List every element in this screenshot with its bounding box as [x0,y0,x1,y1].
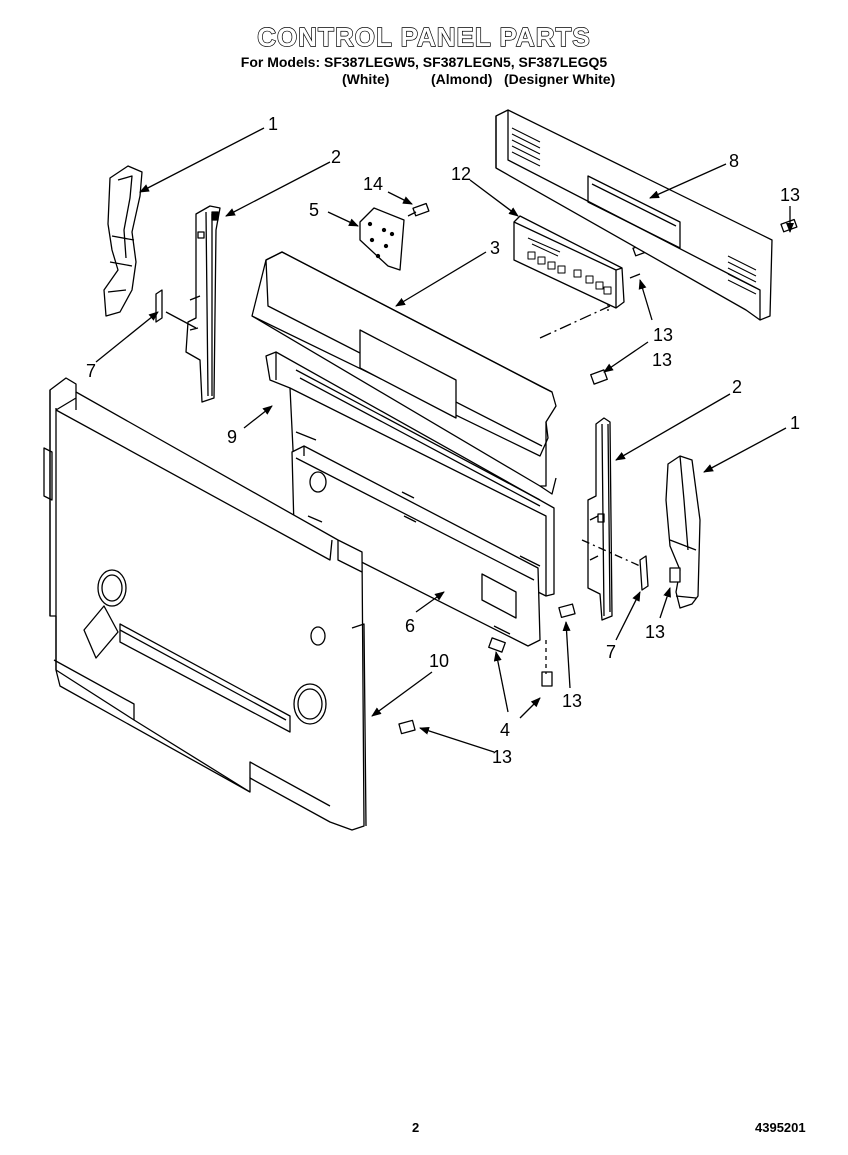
callout-10: 10 [429,651,449,671]
leader-1-left [139,127,265,193]
leader-13-bottom [419,726,495,753]
part-clip-right [639,555,649,591]
callout-1-right: 1 [790,413,800,433]
leader-7-right [615,591,641,641]
callout-2-left: 2 [331,147,341,167]
variant-almond: (Almond) [431,71,493,87]
callout-7-left: 7 [86,361,96,381]
callout-13-top: 13 [780,185,800,205]
callout-6: 6 [405,616,415,636]
variant-white: (White) [342,71,390,87]
leader-7-left [95,311,159,363]
leader-12 [469,179,519,217]
callout-14: 14 [363,174,383,194]
leader-8 [649,163,727,199]
callout-12: 12 [451,164,471,184]
header: CONTROL PANEL PARTS For Models: SF387LEG… [0,21,848,89]
callout-labels: 1 2 14 12 8 13 5 3 13 7 13 9 2 1 6 7 13 … [86,114,800,767]
callout-13-bottom: 13 [492,747,512,767]
part-screws-lower [398,369,681,735]
part-back-trim [495,109,773,321]
leader-4b [519,697,541,719]
part-screw-trim [780,218,798,233]
leader-5 [327,211,359,227]
callout-13-panel: 13 [652,350,672,370]
document-code: 4395201 [755,1120,806,1135]
leader-2-right [615,393,731,461]
part-control-module [513,215,625,339]
page-number: 2 [412,1120,420,1135]
leader-10 [371,671,433,717]
leader-13-right [659,587,671,619]
part-side-panel [43,377,367,831]
leader-2-left [225,161,331,217]
callout-13-module: 13 [653,325,673,345]
leader-9 [243,405,273,429]
callout-7-right: 7 [606,642,616,662]
variant-labels: (White) (Almond) (Designer White) [0,71,848,89]
leader-lines [95,127,794,753]
callout-9: 9 [227,427,237,447]
leader-13-module [638,279,653,321]
part-end-cap-right [665,455,701,609]
callout-5: 5 [309,200,319,220]
leader-14 [387,191,413,205]
callout-2-right: 2 [732,377,742,397]
callout-8: 8 [729,151,739,171]
part-control-panel [251,251,557,495]
part-side-bracket-right [581,417,641,621]
callout-13-center: 13 [562,691,582,711]
part-side-bracket-left [185,205,221,403]
callout-4: 4 [500,720,510,740]
variant-designer-white: (Designer White) [504,71,616,87]
leader-1-right [703,427,787,473]
part-plate [359,207,405,271]
callout-13-right: 13 [645,622,665,642]
leader-6 [415,591,445,613]
leader-13-center [562,621,571,689]
part-housing-frame [265,351,555,597]
part-screw-14 [407,202,430,217]
leader-3 [395,251,487,307]
leader-4a [493,651,509,713]
part-end-cap-left [103,165,143,317]
models-line: For Models: SF387LEGW5, SF387LEGN5, SF38… [240,54,608,70]
callout-1-left: 1 [268,114,278,134]
callout-3: 3 [490,238,500,258]
page-title: CONTROL PANEL PARTS [257,21,591,52]
leader-13-panel [603,341,649,373]
